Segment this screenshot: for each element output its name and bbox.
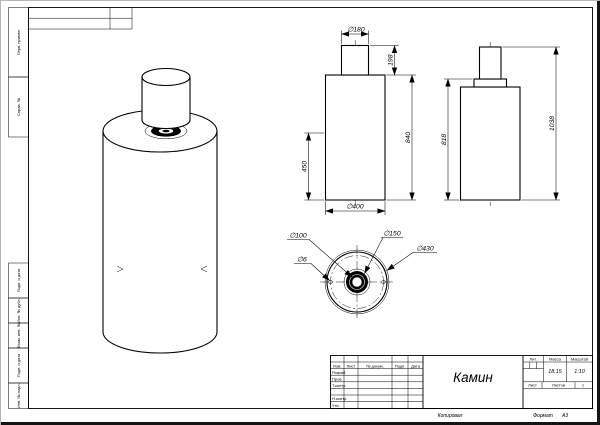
tb-doc-name: Камин	[453, 370, 493, 385]
dim-body-height-label: 840	[405, 132, 412, 144]
stamp-label-podp-data-1: Подп. и дата	[16, 268, 21, 292]
frame-border	[28, 7, 593, 409]
iso-hole-mark-left	[116, 265, 124, 273]
leader-line	[364, 237, 384, 274]
stamp-label-inv-podl: Инв. № подл.	[16, 383, 21, 408]
iso-pipe-side	[141, 77, 191, 130]
top-body-circle	[326, 251, 388, 313]
tb-sheet-label: Лист	[528, 383, 537, 388]
stamp-label-perv-primen: Перв. примен.	[16, 29, 21, 56]
margin-stamps: Перв. примен. Справ. № Подп. и дата Инв.…	[8, 7, 29, 409]
side-view: 818 1038	[441, 42, 560, 206]
tb-role-prov: Пров.	[332, 376, 343, 381]
leader-hole-diameter-label: ∅6	[297, 257, 307, 264]
top-ring-inner-line	[349, 274, 365, 290]
top-hole-circle-path	[330, 255, 384, 309]
iso-hole-center	[162, 129, 170, 133]
tb-role-nkontr: Н.контр.	[332, 396, 347, 401]
stamp-label-vzam-inv: Взам. инв. №	[16, 323, 21, 348]
tb-sheets-label: Листов	[552, 383, 565, 388]
dim-body-diameter-label: ∅400	[346, 204, 363, 211]
tb-role-razrab: Разраб.	[332, 370, 346, 375]
drawing-frame	[28, 7, 593, 409]
tb-scale-value: 1:10	[574, 369, 585, 375]
isometric-view	[102, 67, 218, 354]
tb-col-izm: Изм.	[333, 363, 342, 368]
leader-line	[310, 263, 330, 281]
top-ring-outer	[343, 268, 371, 296]
front-body-outline	[324, 74, 386, 201]
frame-footer: Копировал Формат A3	[438, 413, 569, 419]
tb-col-data: Дата	[411, 363, 421, 368]
top-small-hole-left	[328, 279, 333, 285]
stamp-box	[8, 76, 29, 138]
iso-pipe-top	[141, 67, 191, 87]
tb-scale-label: Масштаб	[571, 356, 589, 361]
top-view: ∅100 ∅150 ∅6 ∅430	[287, 231, 437, 319]
stamp-label-inv-dubl: Инв. № дубл.	[16, 298, 21, 323]
leader-inner-diameter-label: ∅100	[289, 233, 306, 240]
iso-body-bottom	[102, 331, 218, 354]
front-view: ∅180 198 840 450 ∅400	[302, 27, 416, 215]
tb-col-list: Лист	[347, 363, 356, 368]
top-outer-circle	[324, 249, 390, 315]
side-body-outline	[459, 86, 521, 201]
dim-total-height-label: 1038	[549, 116, 556, 131]
tb-role-utv: Утв.	[332, 403, 340, 408]
tb-lit-label: Лит.	[530, 356, 537, 361]
dim-pipe-diameter-label: ∅180	[347, 27, 364, 34]
tb-col-podp: Подп.	[395, 363, 406, 368]
stamp-label-podp-data-2: Подп. и дата	[16, 353, 21, 377]
footer-format-value: A3	[561, 413, 568, 419]
page-edge-left	[0, 0, 1, 425]
stamp-box	[8, 382, 29, 409]
top-small-hole-right	[381, 279, 386, 285]
footer-copied-label: Копировал	[438, 413, 463, 419]
side-flange-outline	[473, 78, 508, 88]
iso-hole-mark-right	[200, 265, 208, 273]
dim-opening-height-label: 450	[302, 161, 309, 173]
page-edge-top	[0, 0, 600, 1]
dim-pipe-height-label: 198	[388, 54, 395, 66]
tb-mass-label: Масса	[549, 356, 562, 361]
page-edge-bottom	[0, 422, 600, 425]
title-block: Изм. Лист № докум. Подп. Дата Разраб. Пр…	[330, 355, 593, 409]
leader-line	[386, 252, 414, 271]
tb-mass-value: 18.15	[548, 369, 562, 375]
tb-col-dokum: № докум.	[366, 363, 384, 368]
top-center-hole	[351, 276, 363, 288]
front-pipe-outline	[340, 44, 370, 76]
page-edge-right	[597, 0, 600, 425]
tb-role-tkontr: Т.контр.	[332, 383, 347, 388]
tb-sheets-value: 1	[582, 383, 585, 388]
stamp-label-sprav: Справ. №	[16, 98, 21, 116]
footer-format-label: Формат	[533, 413, 553, 419]
dim-side-body-height-label: 818	[441, 134, 448, 146]
leader-outer-diameter-label: ∅430	[416, 246, 433, 253]
side-pipe-outline	[478, 46, 502, 80]
leader-line	[308, 239, 353, 278]
leader-ring-diameter-label: ∅150	[383, 231, 400, 238]
